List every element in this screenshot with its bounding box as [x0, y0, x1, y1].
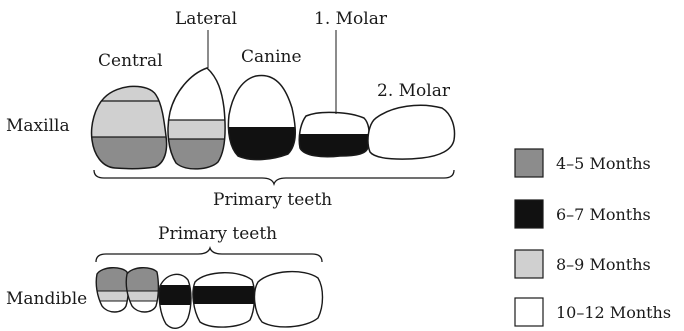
tooth-label-first-molar: 1. Molar [314, 9, 388, 29]
legend-swatch-10-12-months [515, 298, 543, 326]
legend-label-4-5-months: 4–5 Months [556, 154, 651, 173]
maxilla-brace [94, 170, 454, 184]
molar1-band-6-7 [295, 134, 375, 164]
maxilla-first-molar-tooth [295, 112, 375, 164]
mandible-group-label: Primary teeth [158, 224, 277, 244]
mandible-brace [96, 248, 322, 262]
maxilla-lateral-tooth [160, 68, 230, 179]
tooth-label-canine: Canine [241, 47, 302, 67]
legend-swatch-4-5-months [515, 149, 543, 177]
legend-swatch-8-9-months [515, 250, 543, 278]
mandible-second-molar-tooth [255, 272, 323, 327]
lateral-band-8-9 [160, 120, 230, 139]
legend-label-10-12-months: 10–12 Months [556, 303, 671, 322]
legend: 4–5 Months 6–7 Months 8–9 Months 10–12 M… [515, 149, 671, 326]
maxilla-label: Maxilla [6, 116, 70, 136]
maxilla-second-molar-tooth [368, 105, 455, 159]
legend-swatch-6-7-months [515, 200, 543, 228]
maxilla-group-label: Primary teeth [213, 190, 332, 210]
mandible-label: Mandible [6, 289, 87, 309]
tooth-label-lateral: Lateral [175, 9, 237, 29]
legend-label-8-9-months: 8–9 Months [556, 255, 651, 274]
mandible-first-molar-tooth [185, 273, 265, 327]
maxilla-central-tooth [80, 80, 180, 177]
tooth-label-second-molar: 2. Molar [377, 81, 451, 101]
maxilla-canine-tooth [220, 75, 305, 167]
tooth-label-central: Central [98, 51, 163, 71]
legend-label-6-7-months: 6–7 Months [556, 205, 651, 224]
